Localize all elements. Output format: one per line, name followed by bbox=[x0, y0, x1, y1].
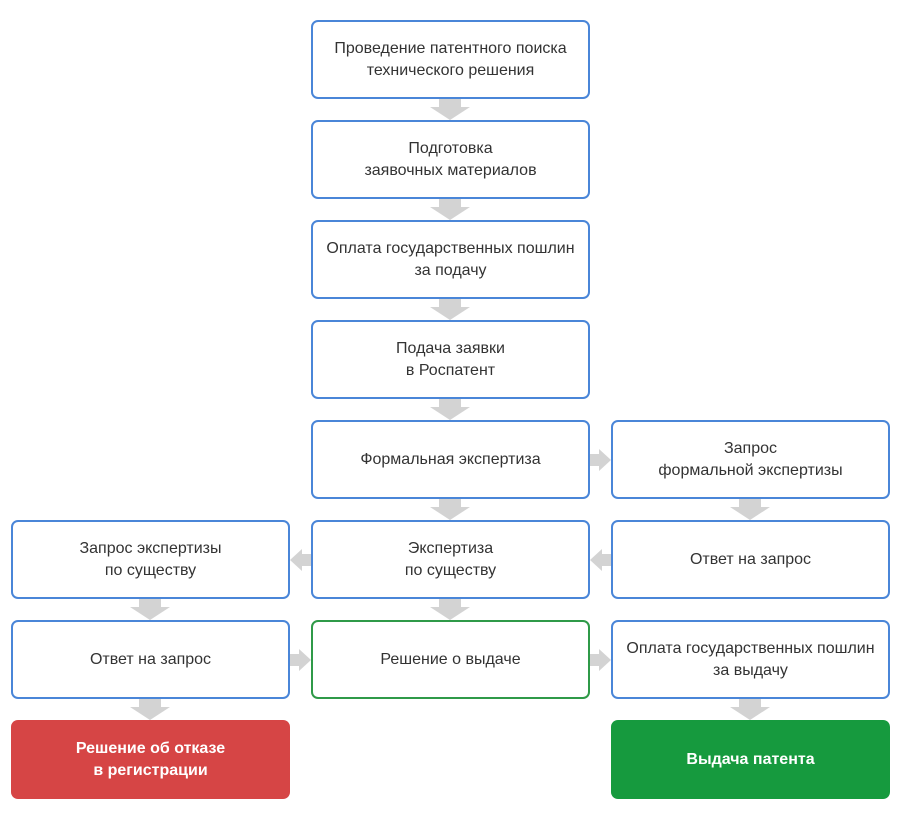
node-application-filing-line-1: Подача заявки bbox=[396, 339, 505, 357]
node-prepare-materials: Подготовка заявочных материалов bbox=[311, 120, 590, 199]
node-patent-search: Проведение патентного поиска технического… bbox=[311, 20, 590, 99]
node-grant-fee-line-2: за выдачу bbox=[713, 661, 788, 679]
arrow-down-left-1 bbox=[130, 599, 170, 620]
node-grant-fee-line-1: Оплата государственных пошлин bbox=[626, 639, 875, 657]
node-patent-search-line-2: технического решения bbox=[366, 61, 535, 79]
node-prepare-materials-line-1: Подготовка bbox=[408, 139, 493, 157]
node-filing-fee: Оплата государственных пошлин за подачу bbox=[311, 220, 590, 299]
arrow-left-reply-to-substantive bbox=[590, 549, 611, 571]
node-formal-request: Запрос формальной экспертизы bbox=[611, 420, 890, 499]
node-substantive-examination-line-2: по существу bbox=[404, 561, 497, 579]
node-grant-fee: Оплата государственных пошлин за выдачу bbox=[611, 620, 890, 699]
arrow-left-substantive-to-request bbox=[290, 549, 311, 571]
node-refusal-decision: Решение об отказе в регистрации bbox=[11, 720, 290, 799]
arrow-down-2 bbox=[430, 199, 470, 220]
node-filing-fee-line-2: за подачу bbox=[414, 261, 487, 279]
node-refusal-decision-line-2: в регистрации bbox=[93, 761, 208, 779]
arrow-right-formal-to-request bbox=[590, 449, 611, 471]
node-application-filing: Подача заявки в Роспатент bbox=[311, 320, 590, 399]
arrow-down-6 bbox=[430, 599, 470, 620]
node-substantive-examination: Экспертиза по существу bbox=[311, 520, 590, 599]
node-substantive-request-line-1: Запрос экспертизы bbox=[79, 539, 222, 557]
node-patent-issuance: Выдача патента bbox=[611, 720, 890, 799]
arrow-right-decision-to-fee bbox=[590, 649, 611, 671]
node-reply-right-line-1: Ответ на запрос bbox=[689, 550, 812, 568]
node-substantive-request-line-2: по существу bbox=[104, 561, 197, 579]
node-formal-examination: Формальная экспертиза bbox=[311, 420, 590, 499]
arrow-down-right-2 bbox=[730, 699, 770, 720]
node-formal-examination-line-1: Формальная экспертиза bbox=[360, 450, 541, 468]
node-reply-left: Ответ на запрос bbox=[11, 620, 290, 699]
node-patent-search-line-1: Проведение патентного поиска bbox=[334, 39, 567, 57]
node-substantive-examination-line-1: Экспертиза bbox=[407, 539, 494, 557]
arrow-down-1 bbox=[430, 99, 470, 120]
node-grant-decision-line-1: Решение о выдаче bbox=[380, 650, 521, 668]
node-substantive-request: Запрос экспертизы по существу bbox=[11, 520, 290, 599]
node-patent-issuance-line-1: Выдача патента bbox=[686, 750, 815, 768]
node-grant-decision: Решение о выдаче bbox=[311, 620, 590, 699]
node-reply-left-line-1: Ответ на запрос bbox=[89, 650, 212, 668]
node-refusal-decision-line-1: Решение об отказе bbox=[75, 739, 226, 757]
node-formal-request-line-1: Запрос bbox=[723, 439, 777, 457]
node-application-filing-line-2: в Роспатент bbox=[405, 361, 496, 379]
arrow-down-4 bbox=[430, 399, 470, 420]
arrow-down-left-2 bbox=[130, 699, 170, 720]
node-filing-fee-line-1: Оплата государственных пошлин bbox=[326, 239, 575, 257]
arrow-right-reply-to-decision bbox=[290, 649, 311, 671]
node-formal-request-line-2: формальной экспертизы bbox=[658, 461, 843, 479]
arrow-down-right-1 bbox=[730, 499, 770, 520]
node-reply-right: Ответ на запрос bbox=[611, 520, 890, 599]
node-prepare-materials-line-2: заявочных материалов bbox=[364, 161, 537, 179]
arrow-down-5 bbox=[430, 499, 470, 520]
arrow-down-3 bbox=[430, 299, 470, 320]
